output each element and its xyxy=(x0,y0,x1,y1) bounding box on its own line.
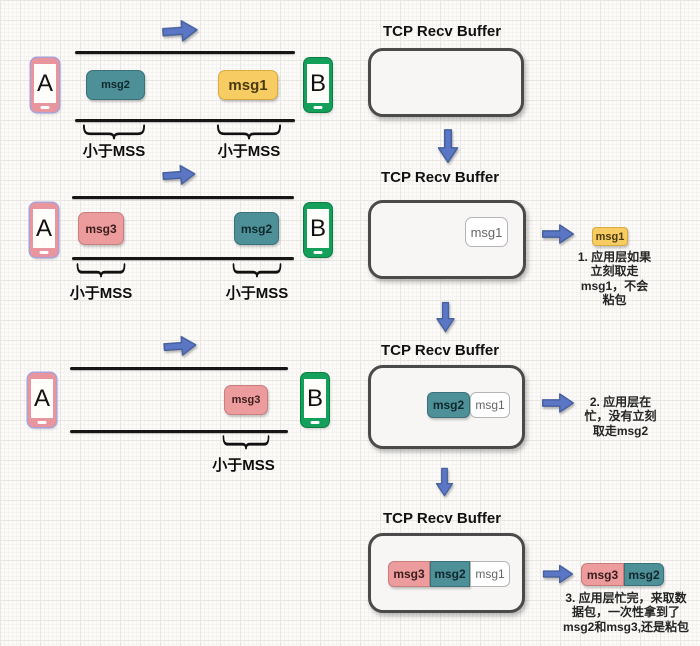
wire xyxy=(70,430,288,433)
mss-label: 小于MSS xyxy=(212,457,275,474)
recv-buffer-box xyxy=(368,48,524,117)
message-chip-msg2: msg2 xyxy=(86,70,145,100)
phone-homebar xyxy=(310,421,320,424)
underbrace-icon xyxy=(232,262,282,279)
mss-label: 小于MSS xyxy=(82,143,146,160)
buffer-chip-msg2: msg2 xyxy=(430,561,470,587)
message-chip-label: msg2 xyxy=(240,221,273,236)
underbrace-icon xyxy=(76,262,126,279)
arrow-down-icon xyxy=(431,466,458,498)
arrow-right-icon xyxy=(541,562,575,586)
buffer-chip-label: msg1 xyxy=(470,224,503,240)
buffer-chip-label: msg2 xyxy=(432,398,465,412)
arrow-right-icon xyxy=(540,221,576,247)
output-chip-msg3: msg3 xyxy=(581,563,624,586)
phone-a-icon: A xyxy=(30,203,58,257)
phone-b-icon: B xyxy=(304,58,332,112)
message-chip-msg1: msg1 xyxy=(218,70,278,100)
phone-b-label: B xyxy=(304,379,326,418)
buffer-chip-msg2: msg2 xyxy=(427,392,470,418)
underbrace-icon xyxy=(222,434,270,451)
output-chip-label: msg1 xyxy=(595,230,625,243)
buffer-chip-msg1: msg1 xyxy=(470,561,510,587)
message-chip-msg2: msg2 xyxy=(234,212,279,245)
note-text: 2. 应用层在 忙，没有立刻 取走msg2 xyxy=(584,395,657,438)
buffer-chip-msg3: msg3 xyxy=(388,561,430,587)
phone-a-icon: A xyxy=(28,373,56,427)
buffer-chip-label: msg1 xyxy=(475,398,505,412)
phone-homebar xyxy=(313,106,323,109)
underbrace-icon xyxy=(216,123,282,141)
message-chip-label: msg3 xyxy=(85,221,117,236)
buffer-chip-msg1: msg1 xyxy=(465,217,508,247)
output-chip-msg1: msg1 xyxy=(592,227,628,246)
phone-b-icon: B xyxy=(304,203,332,257)
phone-a-label: A xyxy=(31,379,53,418)
phone-homebar xyxy=(39,251,49,254)
wire xyxy=(72,196,294,199)
output-chip-msg2: msg2 xyxy=(624,563,664,586)
phone-homebar xyxy=(40,106,50,109)
phone-b-label: B xyxy=(307,64,329,103)
phone-a-label: A xyxy=(33,209,55,248)
message-chip-msg3: msg3 xyxy=(78,212,124,245)
phone-a-label: A xyxy=(34,64,56,103)
output-chip-label: msg3 xyxy=(586,567,619,582)
buffer-title: TCP Recv Buffer xyxy=(381,169,500,186)
buffer-title: TCP Recv Buffer xyxy=(381,342,500,359)
output-chip-label: msg2 xyxy=(628,567,660,582)
message-chip-label: msg2 xyxy=(101,79,130,91)
arrow-right-icon xyxy=(159,16,201,47)
wire xyxy=(75,119,295,122)
arrow-right-icon xyxy=(540,390,576,416)
buffer-chip-label: msg2 xyxy=(434,567,466,581)
wire xyxy=(70,367,288,370)
buffer-chip-label: msg3 xyxy=(393,567,425,581)
note-text: 3. 应用层忙完，来取数 据包，一次性拿到了 msg2和msg3,还是粘包 xyxy=(562,591,690,634)
buffer-chip-msg1: msg1 xyxy=(470,392,510,418)
message-chip-label: msg3 xyxy=(231,394,261,406)
phone-a-icon: A xyxy=(31,58,59,112)
arrow-right-icon xyxy=(159,161,199,190)
arrow-right-icon xyxy=(160,332,200,361)
note-text: 1. 应用层如果 立刻取走 msg1，不会 粘包 xyxy=(577,250,652,308)
buffer-title: TCP Recv Buffer xyxy=(383,23,502,40)
arrow-down-icon xyxy=(434,127,462,165)
phone-b-label: B xyxy=(307,209,329,248)
mss-label: 小于MSS xyxy=(225,285,289,302)
arrow-down-icon xyxy=(432,300,459,334)
phone-homebar xyxy=(313,251,323,254)
buffer-title: TCP Recv Buffer xyxy=(383,510,502,527)
message-chip-msg3: msg3 xyxy=(224,385,268,415)
wire xyxy=(72,257,294,260)
wire xyxy=(75,51,295,54)
mss-label: 小于MSS xyxy=(69,285,133,302)
phone-homebar xyxy=(37,421,47,424)
buffer-chip-label: msg1 xyxy=(475,567,505,581)
underbrace-icon xyxy=(82,123,146,141)
mss-label: 小于MSS xyxy=(217,143,281,160)
message-chip-label: msg1 xyxy=(228,76,268,94)
phone-b-icon: B xyxy=(301,373,329,427)
